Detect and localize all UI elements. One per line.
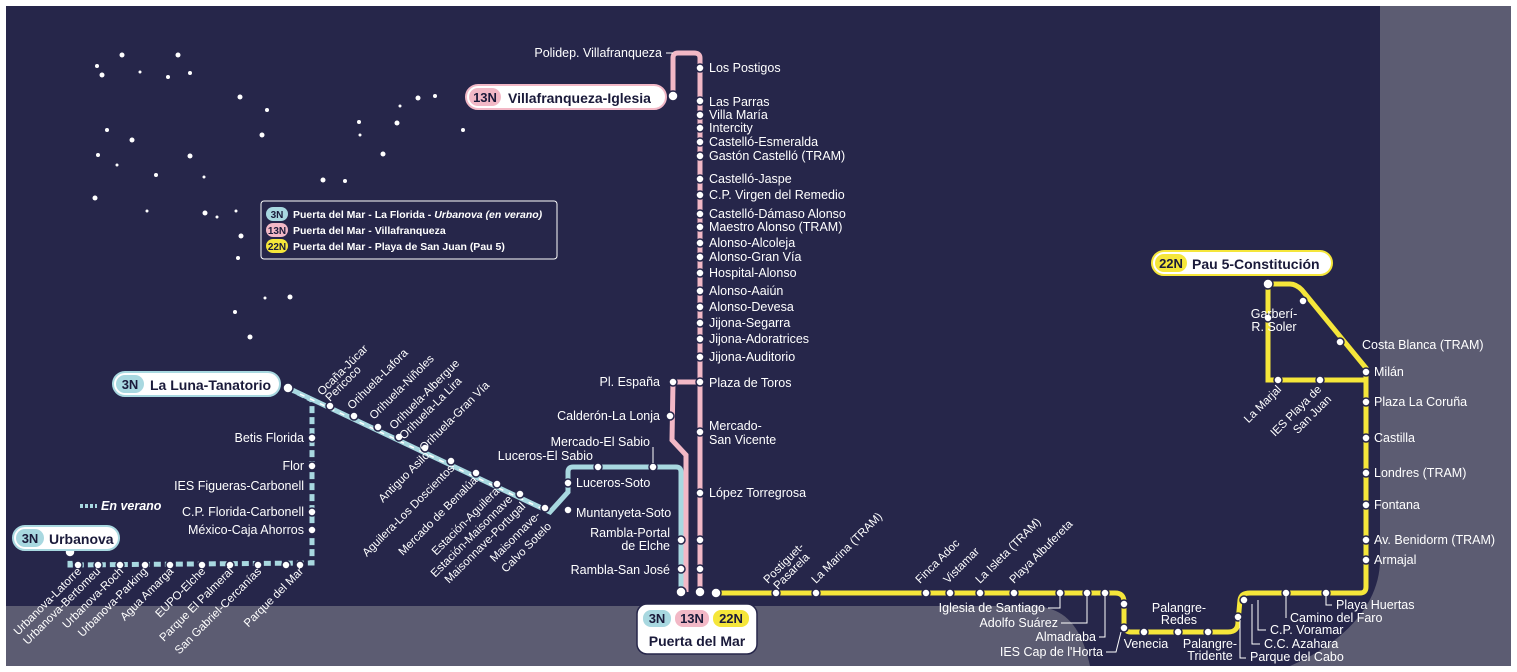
legend-badge-3n: 3N (271, 210, 284, 221)
terminal-urbanova: 3N Urbanova (12, 525, 120, 551)
summer-legend-label: En verano (101, 499, 162, 513)
stop-label-damaso: Castelló-Dámaso Alonso (709, 207, 846, 221)
legend-text-22n: Puerta del Mar - Playa de San Juan (Pau … (293, 241, 505, 253)
land-area-south (6, 606, 1090, 666)
stop-label-armajal: Armajal (1374, 553, 1416, 567)
stop-label-costablanca: Costa Blanca (TRAM) (1362, 338, 1484, 352)
stop-label-virgen: C.P. Virgen del Remedio (709, 188, 845, 202)
stop-label-mexico: México-Caja Ahorros (188, 523, 304, 537)
stop-label-mercado1: Mercado- (709, 419, 762, 433)
stop-label-castilla: Castilla (1374, 431, 1415, 445)
stop-label-jaspe: Castelló-Jaspe (709, 172, 792, 186)
stop-label-torregrosa: López Torregrosa (709, 486, 806, 500)
sky-background (6, 6, 1511, 666)
stop-label-munsoto: Muntanyeta-Soto (576, 506, 671, 520)
stop-label-flor: Flor (282, 459, 304, 473)
stop-label-alcoleja: Alonso-Alcoleja (709, 236, 795, 250)
legend-text-3n: Puerta del Mar - La Florida - Urbanova (… (293, 209, 543, 221)
stop-label-garberi2: R. Soler (1251, 320, 1296, 334)
stop-labels-13n: Polidep. Villafranqueza Los Postigos Las… (534, 46, 846, 500)
stop-label-parras: Las Parras (709, 95, 769, 109)
legend-text-13n: Puerta del Mar - Villafranqueza (293, 225, 446, 237)
stop-label-esmeralda: Castelló-Esmeralda (709, 135, 818, 149)
terminal-pau5-name: Pau 5-Constitución (1192, 256, 1320, 272)
stop-label-villamaria: Villa María (709, 108, 768, 122)
stop-label-granvia: Alonso-Gran Vía (709, 250, 801, 264)
stop-label-redes2: Redes (1161, 613, 1197, 627)
terminal-villafranqueza-name: Villafranqueza-Iglesia (508, 90, 651, 106)
stop-label-coruna: Plaza La Coruña (1374, 395, 1467, 409)
stop-label-milan: Milán (1374, 365, 1404, 379)
stop-label-polidep: Polidep. Villafranqueza (534, 46, 662, 60)
stop-label-maestro: Maestro Alonso (TRAM) (709, 220, 842, 234)
stop-label-adolfo: Adolfo Suárez (979, 616, 1058, 630)
stop-label-tridente1: Palangre- (1183, 637, 1237, 651)
stop-label-aaiun: Alonso-Aaiún (709, 284, 783, 298)
terminal-puerta-del-mar: 3N 13N 22N Puerta del Mar (636, 603, 758, 655)
stop-label-sabio2: Luceros-El Sabio (498, 449, 593, 463)
stop-label-horta: IES Cap de l'Horta (1000, 645, 1103, 659)
stop-label-auditorio: Jijona-Auditorio (709, 350, 795, 364)
stop-markers (73, 63, 1371, 637)
stop-label-iglesia: Iglesia de Santiago (939, 601, 1045, 615)
stop-label-rambla2: de Elche (621, 539, 670, 553)
legend-badge-13n: 13N (268, 226, 286, 237)
terminal-badge: 22N (1159, 256, 1183, 271)
stop-label-lonja: Calderón-La Lonja (557, 409, 660, 423)
legend: 3N Puerta del Mar - La Florida - Urbanov… (260, 200, 558, 260)
leader-lines (652, 52, 1332, 659)
stop-label-intercity: Intercity (709, 121, 754, 135)
stop-label-gaston: Gastón Castelló (TRAM) (709, 149, 845, 163)
stop-label-lucsoto: Luceros-Soto (576, 476, 650, 490)
terminal-badge: 13N (680, 611, 704, 626)
terminal-badge: 22N (719, 611, 743, 626)
stop-label-cpflorida: C.P. Florida-Carbonell (182, 505, 304, 519)
stop-label-venecia: Venecia (1124, 637, 1169, 651)
terminal-badge: 3N (22, 531, 39, 546)
stop-label-cabo: Parque del Cabo (1250, 650, 1344, 664)
stop-label-devesa: Alonso-Devesa (709, 300, 794, 314)
line-3n (286, 385, 684, 592)
stop-label-azahara: C.C. Azahara (1264, 637, 1338, 651)
terminal-la-luna-name: La Luna-Tanatorio (150, 377, 271, 393)
stop-label-toros: Plaza de Toros (709, 376, 791, 390)
terminal-villafranqueza: 13N Villafranqueza-Iglesia (465, 84, 667, 110)
stop-label-plespana: Pl. España (600, 375, 661, 389)
stop-label-hospital: Hospital-Alonso (709, 266, 797, 280)
stop-label-fontana: Fontana (1374, 498, 1420, 512)
stop-label-huertas: Playa Huertas (1336, 598, 1415, 612)
terminal-badge: 3N (649, 611, 666, 626)
terminal-badge: 3N (122, 377, 139, 392)
stop-label-tridente2: Tridente (1187, 649, 1232, 663)
stop-label-figueras: IES Figueras-Carbonell (174, 479, 304, 493)
stars (92, 52, 465, 340)
stop-label-benidorm: Av. Benidorm (TRAM) (1374, 533, 1495, 547)
stop-label-faro: Camino del Faro (1290, 611, 1382, 625)
stop-label-almadraba: Almadraba (1036, 630, 1096, 644)
legend-badge-22n: 22N (268, 242, 286, 253)
terminal-puerta-name: Puerta del Mar (649, 633, 746, 649)
stop-label-mercado2: San Vicente (709, 433, 776, 447)
stop-label-betis: Betis Florida (235, 431, 305, 445)
stop-label-postigos: Los Postigos (709, 61, 781, 75)
terminal-badge: 13N (473, 90, 497, 105)
terminal-markers (64, 90, 1274, 599)
stop-label-garberi1: Garberí- (1251, 307, 1298, 321)
stop-label-ramblasj: Rambla-San José (571, 563, 670, 577)
stop-label-redes1: Palangre- (1152, 601, 1206, 615)
terminal-la-luna: 3N La Luna-Tanatorio (112, 371, 281, 397)
terminal-pau5: 22N Pau 5-Constitución (1151, 250, 1333, 276)
stop-label-sabio1: Mercado-El Sabio (551, 435, 650, 449)
terminal-urbanova-name: Urbanova (49, 531, 114, 547)
stop-label-londres: Londres (TRAM) (1374, 466, 1466, 480)
stop-label-segarra: Jijona-Segarra (709, 316, 790, 330)
land-area-east (1290, 6, 1511, 666)
stop-label-rambla1: Rambla-Portal (590, 526, 670, 540)
stop-label-voramar: C.P. Voramar (1270, 623, 1343, 637)
stop-label-adoratrices: Jijona-Adoratrices (709, 332, 809, 346)
